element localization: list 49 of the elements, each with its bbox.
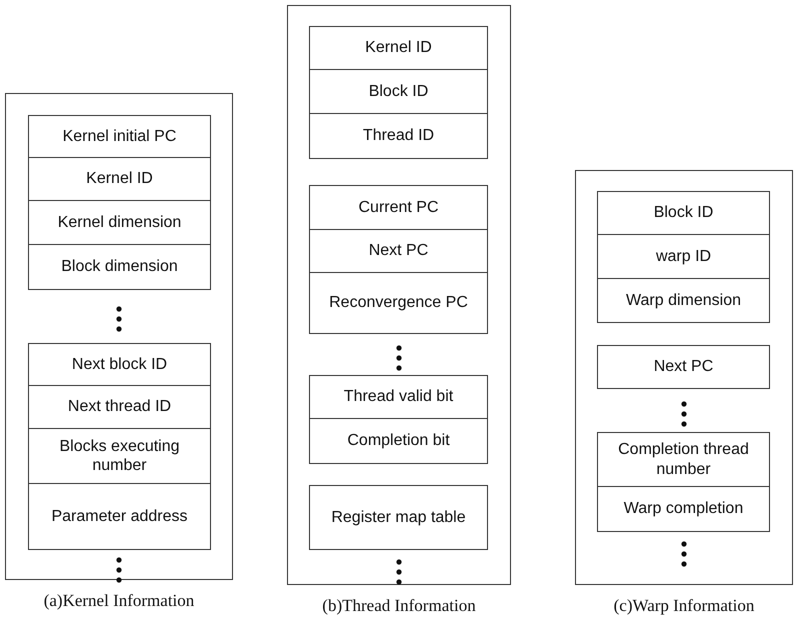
field-label: Next thread ID xyxy=(66,397,172,417)
field-label: Block ID xyxy=(368,82,430,102)
field-label: Thread valid bit xyxy=(342,387,454,407)
field-label: Block ID xyxy=(652,203,714,223)
field-label: Next PC xyxy=(652,357,714,377)
field-cell xyxy=(309,185,488,230)
panel-caption: (c)Warp Information xyxy=(612,596,756,616)
field-label: Completion thread number xyxy=(617,440,750,479)
field-label: Block dimension xyxy=(60,257,179,277)
field-cell xyxy=(28,244,211,290)
field-label: Warp completion xyxy=(622,499,744,519)
field-label: Next block ID xyxy=(70,354,168,374)
field-cell xyxy=(28,115,211,158)
field-cell xyxy=(309,229,488,273)
field-cell xyxy=(597,278,770,323)
field-cell xyxy=(28,200,211,245)
field-label: Next PC xyxy=(368,241,430,261)
field-label: Kernel initial PC xyxy=(62,126,178,146)
panel-caption: (b)Thread Information xyxy=(321,596,477,616)
field-cell xyxy=(309,418,488,464)
field-cell xyxy=(309,375,488,419)
field-cell xyxy=(28,385,211,429)
field-cell xyxy=(597,191,770,235)
field-label: Current PC xyxy=(357,198,440,218)
field-cell xyxy=(597,486,770,532)
field-label: Completion bit xyxy=(346,431,451,451)
field-label: Parameter address xyxy=(50,506,189,526)
field-label: Warp dimension xyxy=(624,290,742,310)
field-label: Kernel ID xyxy=(364,38,433,58)
field-cell xyxy=(28,428,211,484)
field-cell xyxy=(28,343,211,386)
field-label: warp ID xyxy=(654,246,712,266)
field-cell xyxy=(309,26,488,70)
field-cell xyxy=(309,113,488,159)
field-cell xyxy=(28,483,211,550)
field-cell xyxy=(597,234,770,279)
field-label: Kernel dimension xyxy=(56,212,182,232)
field-cell xyxy=(597,345,770,389)
field-cell xyxy=(28,157,211,201)
field-label: Reconvergence PC xyxy=(328,293,469,313)
field-label: Thread ID xyxy=(362,126,436,146)
field-label: Kernel ID xyxy=(85,169,154,189)
field-label: Register map table xyxy=(330,508,467,528)
field-label: Blocks executing number xyxy=(58,436,181,476)
field-cell xyxy=(309,485,488,550)
field-cell xyxy=(309,272,488,334)
panel-caption: (a)Kernel Information xyxy=(42,591,196,611)
field-cell xyxy=(309,69,488,114)
field-cell xyxy=(597,432,770,487)
